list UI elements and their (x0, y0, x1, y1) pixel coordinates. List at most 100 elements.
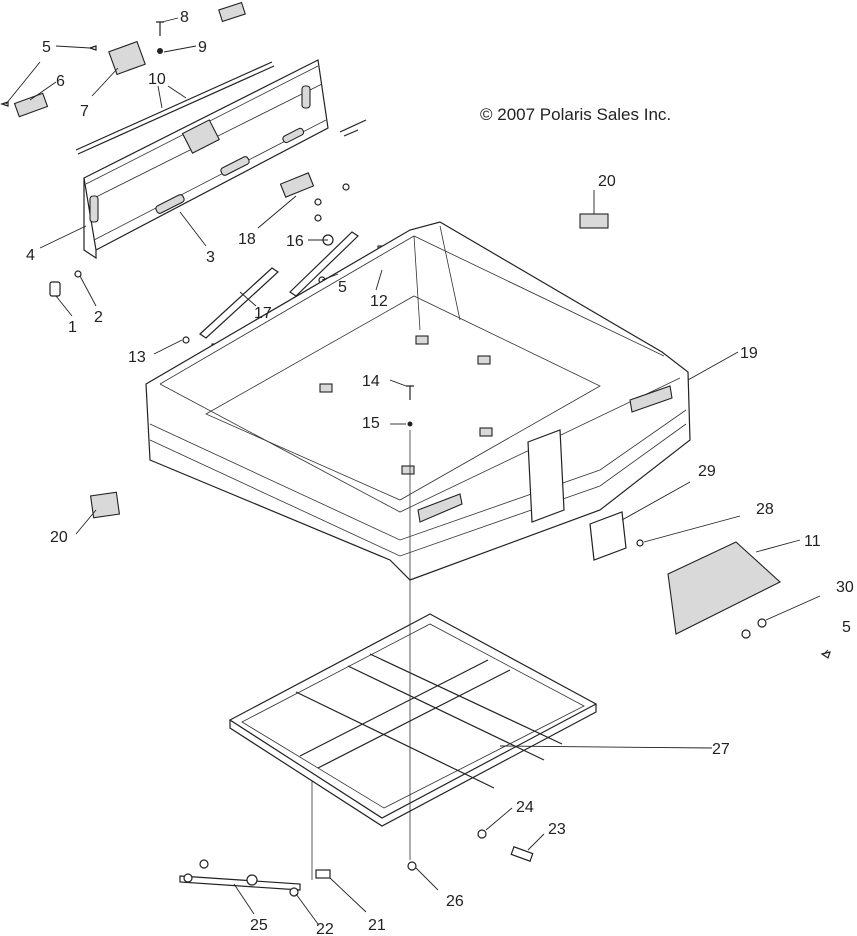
nut (477, 829, 487, 839)
callout-label: 12 (370, 293, 388, 310)
bolt (510, 846, 534, 862)
callout-label: 7 (80, 103, 89, 120)
fastener (182, 336, 190, 344)
cargo-box-rear-wall (413, 225, 461, 331)
callout-label: 23 (548, 821, 566, 838)
callout-label: 27 (712, 741, 730, 758)
callout-label: 2 (94, 309, 103, 326)
nut (741, 629, 751, 639)
box-handle (417, 493, 463, 523)
box-handle (629, 385, 673, 413)
callout-label: 19 (740, 345, 758, 362)
decal-label (279, 172, 315, 198)
callout-labels: 5 8 9 6 10 7 20 18 16 4 3 12 5 1 2 17 13… (26, 9, 854, 936)
frame-crossmember (299, 659, 511, 769)
tailgate-assembly (0, 1, 367, 297)
callout-label: 15 (362, 415, 380, 432)
tie-down (479, 427, 493, 437)
callout-label: 5 (338, 279, 347, 296)
callout-label: 6 (56, 73, 65, 90)
leader-lines (5, 17, 829, 925)
tie-down (477, 355, 491, 365)
callout-label: 28 (756, 501, 774, 518)
tailgate-rod (77, 65, 275, 155)
tailgate-grip (282, 127, 305, 144)
callout-label: 29 (698, 463, 716, 480)
callout-label: 14 (362, 373, 380, 390)
fastener (314, 198, 322, 206)
callout-label: 11 (804, 533, 821, 550)
rivet (88, 45, 97, 51)
nut (757, 618, 767, 628)
bushing (246, 874, 258, 886)
callout-label: 21 (368, 917, 386, 934)
pin (315, 869, 331, 879)
side-panel (527, 429, 565, 523)
mount-bracket (589, 511, 627, 561)
tie-down (401, 465, 415, 475)
tie-down (415, 335, 429, 345)
nut (407, 421, 413, 427)
cargo-box (145, 221, 691, 581)
tailgate-side (83, 178, 97, 260)
nut (157, 48, 163, 54)
bolt (339, 119, 367, 137)
tail-light-lens (667, 541, 781, 635)
callout-label: 16 (286, 233, 304, 250)
fastener (342, 183, 350, 191)
gas-strut (199, 267, 279, 339)
side-parts (89, 213, 831, 659)
rivet (820, 651, 831, 659)
frame-inner (241, 623, 585, 809)
tailgate-slot (301, 85, 311, 109)
bolt (156, 21, 164, 36)
bushing (183, 873, 193, 883)
tailgate-grip (155, 194, 185, 214)
decal-label (108, 40, 146, 76)
callout-label: 24 (516, 799, 534, 816)
decal-label (218, 1, 246, 23)
screw (636, 539, 644, 547)
tailgate-rod (75, 61, 273, 151)
callout-label: 4 (26, 247, 35, 264)
callout-label: 9 (198, 39, 207, 56)
callout-label: 18 (238, 231, 256, 248)
frame-outer (228, 613, 598, 819)
callout-label: 20 (50, 529, 68, 546)
box-frame (228, 613, 598, 827)
fastener (314, 214, 322, 222)
washer (74, 270, 82, 278)
callout-label: 22 (316, 921, 334, 936)
cargo-box-wall (149, 409, 687, 541)
callout-label: 1 (68, 319, 77, 336)
frame-edge (229, 704, 597, 827)
lower-hardware (179, 430, 534, 897)
bushing (199, 859, 209, 869)
copyright-notice: © 2007 Polaris Sales Inc. (480, 105, 671, 124)
tailgate-panel (83, 59, 329, 251)
decal-label (579, 213, 609, 229)
nut (407, 861, 417, 871)
callout-label: 13 (128, 349, 146, 366)
callout-label: 20 (598, 173, 616, 190)
callout-label: 5 (842, 619, 851, 636)
decal-label (89, 491, 121, 519)
callout-label: 10 (148, 71, 166, 88)
hinge-pin (49, 281, 61, 297)
callout-label: 8 (180, 9, 189, 26)
pivot-bar (179, 875, 301, 891)
tailgate-grip (220, 156, 250, 176)
tailgate-latch-handle (181, 119, 220, 154)
frame-crossmember (295, 653, 563, 789)
callout-label: 5 (42, 39, 51, 56)
callout-label: 30 (836, 579, 854, 596)
callout-label: 26 (446, 893, 464, 910)
tie-down (319, 383, 333, 393)
rivet (0, 101, 9, 107)
gas-strut (289, 231, 359, 297)
callout-label: 3 (206, 249, 215, 266)
bolt (406, 385, 414, 400)
cargo-box-floor (205, 295, 601, 501)
